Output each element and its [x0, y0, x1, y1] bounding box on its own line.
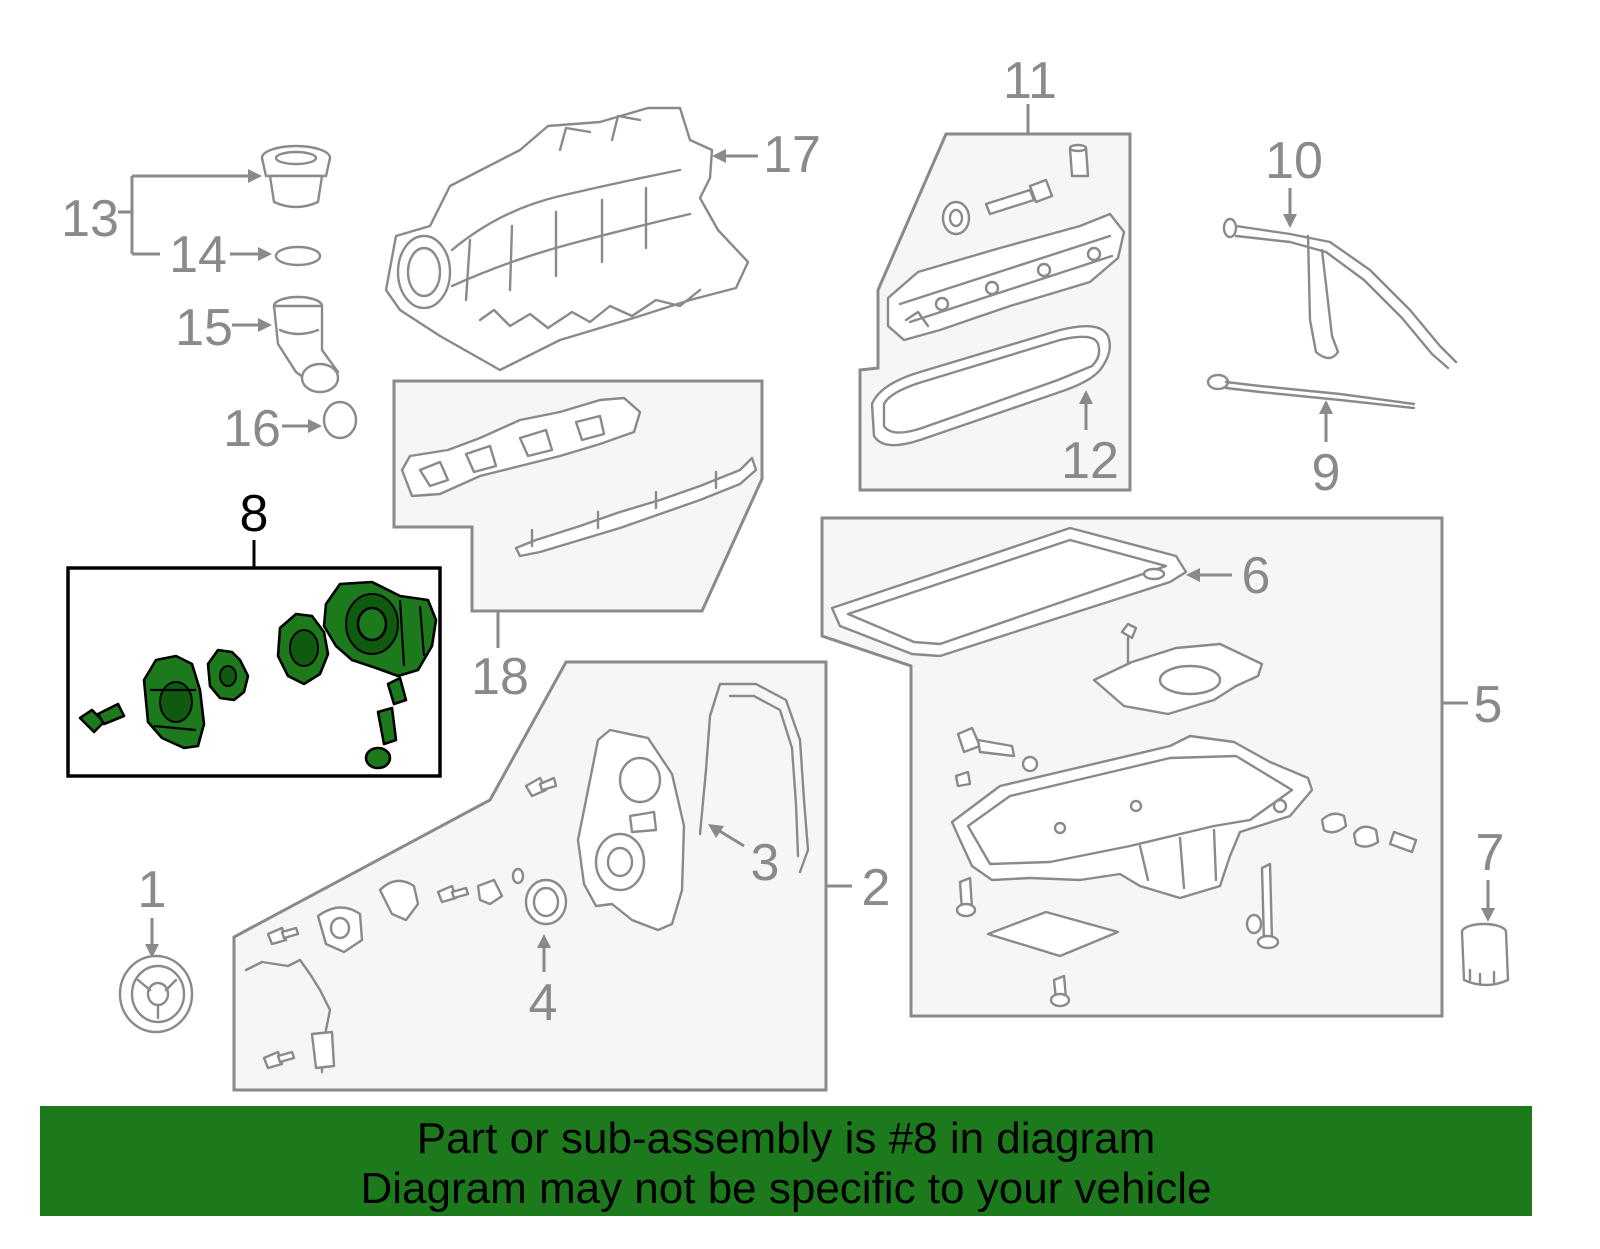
callout-12: 12 — [1061, 432, 1119, 490]
leader-9 — [1319, 400, 1333, 442]
box-timing-cover-2 — [232, 660, 828, 1092]
leader-1 — [145, 918, 159, 958]
callout-6: 6 — [1242, 547, 1271, 605]
banner-line-2: Diagram may not be specific to your vehi… — [360, 1164, 1212, 1213]
oil-pan-gasket-6[interactable] — [830, 526, 1188, 658]
leader-15 — [232, 318, 272, 332]
filler-tube-15[interactable] — [272, 295, 340, 394]
oil-pan-5[interactable] — [950, 622, 1418, 1008]
leader-4 — [537, 934, 551, 972]
valve-cover-gasket-inner — [882, 335, 1101, 434]
seal-16[interactable] — [322, 400, 358, 440]
callout-9: 9 — [1312, 444, 1341, 502]
callout-4: 4 — [529, 974, 558, 1032]
callout-17: 17 — [763, 126, 821, 184]
banner-line-1: Part or sub-assembly is #8 in diagram — [416, 1114, 1156, 1163]
callout-8[interactable]: 8 — [240, 485, 269, 543]
callout-7: 7 — [1476, 824, 1505, 882]
valve-cover-gasket-12[interactable] — [870, 324, 1111, 447]
callout-14: 14 — [169, 226, 227, 284]
callout-11: 11 — [1003, 52, 1057, 110]
callout-16: 16 — [223, 400, 281, 458]
leader-3 — [708, 824, 745, 848]
o-ring-14[interactable] — [274, 245, 322, 267]
leader-12 — [1079, 390, 1093, 430]
leader-13-14 — [118, 169, 272, 261]
callout-2: 2 — [862, 859, 891, 917]
intake-gasket-18[interactable] — [400, 396, 758, 558]
leader-6 — [1186, 568, 1232, 582]
callout-10: 10 — [1265, 132, 1323, 190]
intake-manifold-17[interactable] — [384, 106, 750, 372]
leader-17 — [712, 149, 758, 163]
callout-18: 18 — [471, 648, 529, 706]
leader-7 — [1481, 880, 1495, 922]
info-banner: Part or sub-assembly is #8 in diagram Di… — [40, 1106, 1532, 1216]
callout-1: 1 — [138, 861, 167, 919]
oil-filler-cap-13[interactable] — [260, 144, 332, 209]
callout-13: 13 — [61, 190, 119, 248]
oil-pump-8[interactable] — [78, 580, 438, 770]
timing-cover-2[interactable] — [244, 682, 810, 1074]
leader-16 — [282, 419, 322, 433]
leader-10 — [1283, 188, 1297, 228]
oil-filter-7[interactable] — [1460, 922, 1510, 987]
dipstick-tube-10[interactable] — [1222, 217, 1458, 370]
callout-3: 3 — [751, 834, 780, 892]
dipstick-9[interactable] — [1206, 373, 1416, 410]
valve-cover-11[interactable] — [886, 143, 1126, 342]
balancer-1[interactable] — [118, 954, 194, 1034]
callout-5: 5 — [1474, 676, 1503, 734]
callout-15: 15 — [175, 299, 233, 357]
